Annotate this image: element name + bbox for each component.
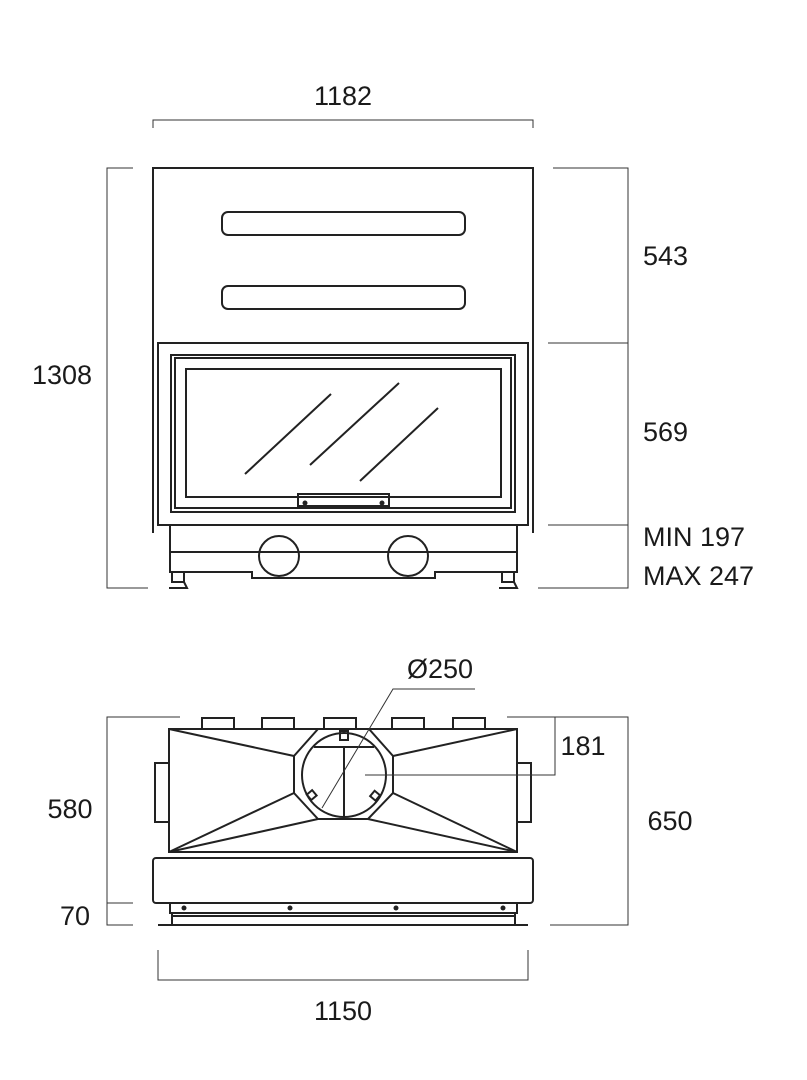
glass-reflection [359, 407, 439, 482]
frame-depth-label: 70 [60, 901, 90, 931]
side-outlet [516, 762, 532, 823]
top-dimensions [106, 688, 629, 981]
width-dimension-label: 1182 [314, 81, 372, 111]
vent-slot [221, 211, 466, 236]
top-view: Ø250 181 650 580 70 1150 [47, 654, 692, 1026]
side-outlet [154, 762, 170, 823]
flue-diameter-label: Ø250 [407, 654, 473, 684]
height-dimension-label: 1308 [32, 360, 92, 390]
glass-reflection [244, 393, 332, 475]
glass-panel [185, 368, 502, 498]
glass-reflection [309, 382, 400, 466]
upper-dimension-label: 543 [643, 241, 688, 271]
base [169, 525, 519, 589]
door-dimension-label: 569 [643, 417, 688, 447]
front-frame [152, 857, 534, 904]
door-frame [157, 342, 529, 526]
base-max-label: MAX 247 [643, 561, 754, 591]
door-handle [297, 493, 390, 507]
air-inlet [387, 535, 429, 577]
adjustable-foot [499, 572, 519, 589]
base-min-label: MIN 197 [643, 522, 745, 552]
front-view: 1182 1308 543 569 MIN 197 MAX 247 [32, 81, 754, 591]
front-dimensions [106, 119, 629, 589]
body-depth-label: 580 [47, 794, 92, 824]
collars [201, 717, 486, 730]
total-depth-label: 650 [647, 806, 692, 836]
adjustable-foot [169, 572, 189, 589]
bottom-strip [158, 902, 528, 926]
flue-offset-label: 181 [560, 731, 605, 761]
upper-hood [152, 167, 534, 533]
vent-slot [221, 285, 466, 310]
top-width-label: 1150 [314, 996, 372, 1026]
air-inlet [258, 535, 300, 577]
